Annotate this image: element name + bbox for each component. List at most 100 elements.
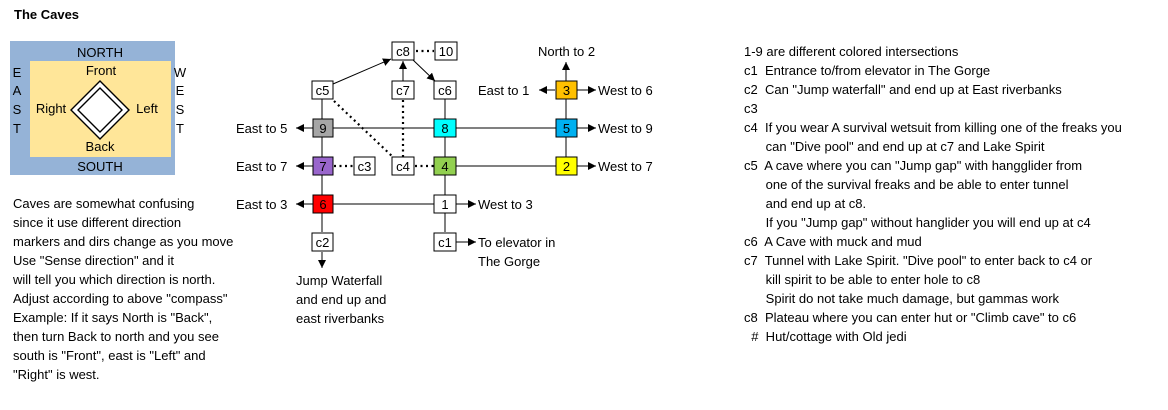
label-jump-waterfall: and end up and	[296, 292, 386, 307]
compass-front-label: Front	[86, 63, 117, 78]
explanation-line: Adjust according to above "compass"	[13, 291, 228, 306]
node-1: 1	[433, 194, 457, 214]
legend-line: one of the survival freaks and be able t…	[744, 177, 1069, 192]
node-label: c4	[396, 159, 410, 174]
compass-east-letter: E	[13, 65, 22, 80]
legend-line: c4 If you wear A survival wetsuit from k…	[744, 120, 1122, 135]
node-c1: c1	[433, 232, 457, 252]
node-label: 7	[319, 159, 326, 174]
node-label: c2	[316, 235, 330, 250]
explanation-line: south is "Front", east is "Left" and	[13, 348, 206, 363]
node-2: 2	[555, 156, 578, 176]
explanation-line: then turn Back to north and you see	[13, 329, 219, 344]
page-title: The Caves	[14, 7, 80, 22]
label-east-to-3: East to 3	[236, 197, 287, 212]
compass-south-label: SOUTH	[77, 159, 123, 174]
explanation-text: Caves are somewhat confusing since it us…	[13, 194, 233, 384]
compass-north-label: NORTH	[77, 45, 123, 60]
node-label: c6	[438, 83, 452, 98]
node-5: 5	[555, 118, 578, 138]
legend: 1-9 are different colored intersections …	[744, 42, 1122, 346]
compass-west-letter: W	[174, 65, 187, 80]
compass-left-label: Left	[136, 101, 158, 116]
node-label: 9	[319, 121, 326, 136]
legend-line: can "Dive pool" and end up at c7 and Lak…	[744, 139, 1045, 154]
node-c8: c8	[391, 41, 415, 61]
legend-line: Spirit do not take much damage, but gamm…	[744, 291, 1060, 306]
explanation-line: Example: If it says North is "Back",	[13, 310, 213, 325]
node-label: 8	[441, 121, 448, 136]
legend-line: If you "Jump gap" without hanglider you …	[744, 215, 1091, 230]
cave-map: c8 10 c5 c7 c6 3 9 8 5 7 c3 c4	[236, 41, 653, 326]
label-west-to-9: West to 9	[598, 121, 653, 136]
node-label: c5	[316, 83, 330, 98]
label-to-elevator: To elevator in	[478, 235, 555, 250]
explanation-line: Use "Sense direction" and it	[13, 253, 174, 268]
compass-east-letter: S	[13, 102, 22, 117]
explanation-line: Caves are somewhat confusing	[13, 196, 195, 211]
node-c6: c6	[433, 80, 457, 100]
node-c3: c3	[353, 156, 376, 176]
legend-line: c5 A cave where you can "Jump gap" with …	[744, 158, 1083, 173]
node-c5: c5	[311, 80, 334, 100]
dotted-c5-c4	[333, 100, 395, 159]
node-label: c8	[396, 44, 410, 59]
compass-diamond-inner	[77, 87, 123, 133]
legend-line: and end up at c8.	[744, 196, 867, 211]
explanation-line: markers and dirs change as you move	[13, 234, 234, 249]
node-3: 3	[555, 80, 578, 100]
label-east-to-1: East to 1	[478, 83, 529, 98]
node-c2: c2	[311, 232, 334, 252]
compass-west-letters: W E S T	[174, 65, 187, 136]
node-label: 1	[441, 197, 448, 212]
legend-line: kill spirit to be able to enter hole to …	[744, 272, 981, 287]
node-label: 6	[319, 197, 326, 212]
node-9: 9	[312, 118, 334, 138]
node-7: 7	[312, 156, 334, 176]
node-c7: c7	[391, 80, 415, 100]
label-the-gorge: The Gorge	[478, 254, 540, 269]
explanation-line: will tell you which direction is north.	[13, 272, 216, 287]
compass-east-letters: E A S T	[13, 65, 22, 136]
node-c4: c4	[391, 156, 415, 176]
legend-line: c8 Plateau where you can enter hut or "C…	[744, 310, 1077, 325]
node-label: c7	[396, 83, 410, 98]
compass-back-label: Back	[86, 139, 115, 154]
arrow-c8-to-c6	[411, 58, 436, 82]
node-label: 4	[441, 159, 448, 174]
node-8: 8	[433, 118, 457, 138]
node-10: 10	[434, 41, 458, 61]
label-east-to-5: East to 5	[236, 121, 287, 136]
node-label: 2	[563, 159, 570, 174]
compass-west-letter: E	[176, 83, 185, 98]
legend-line: c3	[744, 101, 758, 116]
compass-east-letter: A	[13, 83, 22, 98]
arrow-c5-to-c8	[332, 58, 392, 85]
label-west-to-7: West to 7	[598, 159, 653, 174]
label-west-to-3: West to 3	[478, 197, 533, 212]
explanation-line: "Right" is west.	[13, 367, 100, 382]
label-north-to-2: North to 2	[538, 44, 595, 59]
node-label: c1	[438, 235, 452, 250]
legend-line: # Hut/cottage with Old jedi	[744, 329, 907, 344]
node-4: 4	[433, 156, 457, 176]
node-label: 5	[563, 121, 570, 136]
legend-line: 1-9 are different colored intersections	[744, 44, 959, 59]
label-west-to-6: West to 6	[598, 83, 653, 98]
compass-right-label: Right	[36, 101, 67, 116]
label-east-to-7: East to 7	[236, 159, 287, 174]
label-jump-waterfall: east riverbanks	[296, 311, 385, 326]
legend-line: c1 Entrance to/from elevator in The Gorg…	[744, 63, 991, 78]
explanation-line: since it use different direction	[13, 215, 182, 230]
legend-line: c7 Tunnel with Lake Spirit. "Dive pool" …	[744, 253, 1093, 268]
node-6: 6	[312, 194, 334, 214]
legend-line: c2 Can "Jump waterfall" and end up at Ea…	[744, 82, 1062, 97]
label-jump-waterfall: Jump Waterfall	[296, 273, 382, 288]
compass-west-letter: T	[176, 121, 184, 136]
node-label: c3	[358, 159, 372, 174]
node-label: 3	[563, 83, 570, 98]
compass: NORTH SOUTH E A S T W E S T Front Back R…	[10, 41, 187, 175]
node-label: 10	[439, 44, 453, 59]
legend-line: c6 A Cave with muck and mud	[744, 234, 922, 249]
compass-west-letter: S	[176, 102, 185, 117]
